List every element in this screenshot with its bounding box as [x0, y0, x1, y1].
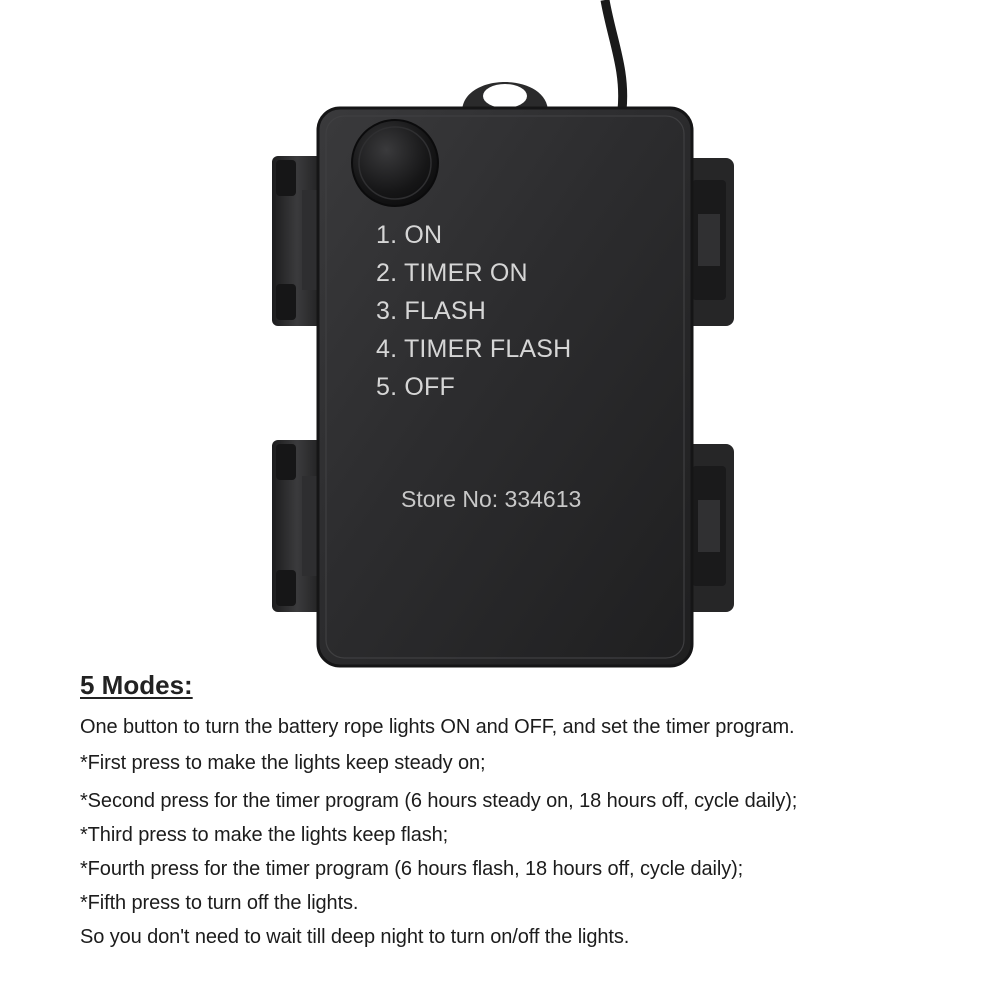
- mode-label-list: 1. ON 2. TIMER ON 3. FLASH 4. TIMER FLAS…: [376, 216, 571, 406]
- mode-label: 5. OFF: [376, 373, 455, 401]
- modes-heading: 5 Modes:: [80, 670, 193, 700]
- left-hinge-bottom: [272, 440, 322, 612]
- description-line: *Third press to make the lights keep fla…: [80, 824, 449, 846]
- description-line: *Second press for the timer program (6 h…: [80, 790, 798, 812]
- description-line: *First press to make the lights keep ste…: [80, 752, 486, 774]
- box-body: [316, 106, 694, 668]
- mode-label: 2. TIMER ON: [376, 259, 528, 287]
- description-line: So you don't need to wait till deep nigh…: [80, 926, 630, 948]
- mode-label: 3. FLASH: [376, 297, 486, 325]
- power-button-icon: [351, 119, 439, 207]
- left-hinge-top: [272, 156, 322, 326]
- battery-box-photo: [272, 0, 734, 668]
- description-line: One button to turn the battery rope ligh…: [80, 716, 795, 738]
- cable: [600, 0, 628, 111]
- description-block: 5 Modes: One button to turn the battery …: [80, 668, 980, 954]
- mode-label: 1. ON: [376, 221, 443, 249]
- description-line: *Fourth press for the timer program (6 h…: [80, 858, 744, 880]
- hanging-loop-icon: [462, 82, 548, 112]
- store-watermark: Store No: 334613: [401, 486, 582, 512]
- description-line: *Fifth press to turn off the lights.: [80, 892, 359, 914]
- mode-label: 4. TIMER FLASH: [376, 335, 572, 363]
